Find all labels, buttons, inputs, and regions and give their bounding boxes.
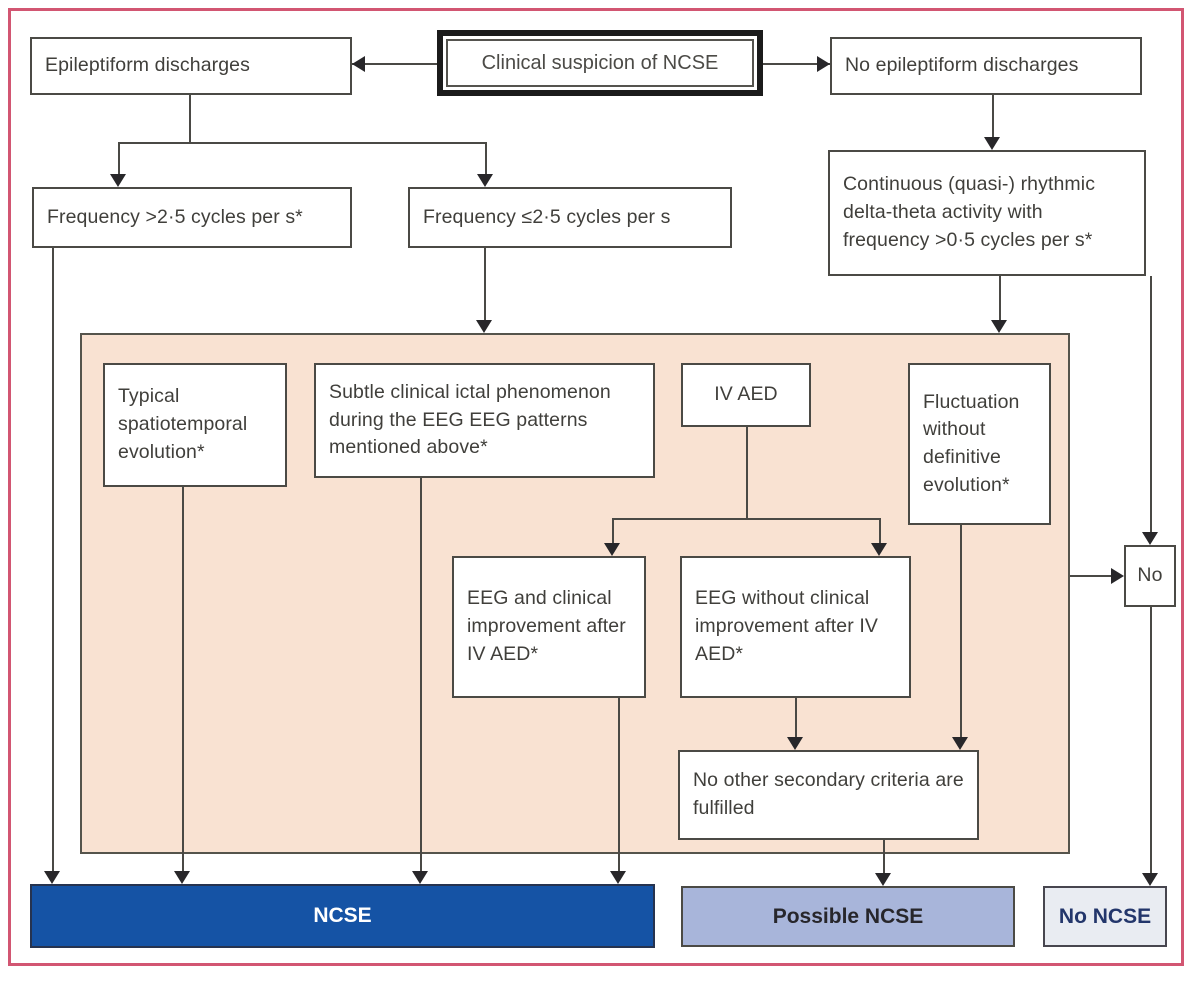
node-frequency-high: Frequency >2·5 cycles per s*: [32, 187, 352, 248]
arrowhead-down-icon: [1142, 873, 1158, 886]
connector-line: [763, 63, 830, 65]
connector-line: [999, 276, 1001, 320]
arrowhead-down-icon: [412, 871, 428, 884]
arrowhead-right-icon: [817, 56, 830, 72]
node-no: No: [1124, 545, 1176, 607]
node-frequency-low: Frequency ≤2·5 cycles per s: [408, 187, 732, 248]
connector-line: [612, 518, 881, 520]
connector-line: [795, 698, 797, 737]
node-label: No epileptiform discharges: [845, 54, 1079, 77]
node-no-epileptiform-discharges: No epileptiform discharges: [830, 37, 1142, 95]
connector-line: [1070, 575, 1111, 577]
arrowhead-down-icon: [610, 871, 626, 884]
arrowhead-down-icon: [174, 871, 190, 884]
connector-line: [182, 487, 184, 871]
node-label: EEG without clinical improvement after I…: [695, 587, 878, 665]
connector-line: [485, 142, 487, 174]
connector-line: [484, 248, 486, 320]
node-label: Clinical suspicion of NCSE: [481, 51, 719, 74]
connector-line: [883, 840, 885, 873]
node-iv-aed: IV AED: [681, 363, 811, 427]
connector-line: [960, 525, 962, 737]
node-subtle-clinical-ictal-phenomenon: Subtle clinical ictal phenomenon during …: [314, 363, 655, 478]
outcome-possible-ncse: Possible NCSE: [681, 886, 1015, 947]
node-eeg-and-clinical-improvement: EEG and clinical improvement after IV AE…: [452, 556, 646, 698]
node-label: Continuous (quasi-) rhythmic delta-theta…: [843, 173, 1096, 251]
arrowhead-down-icon: [787, 737, 803, 750]
node-continuous-rhythmic-activity: Continuous (quasi-) rhythmic delta-theta…: [828, 150, 1146, 276]
node-label: Typical spatiotemporal evolution*: [118, 385, 248, 463]
connector-line: [118, 142, 120, 174]
connector-line: [1150, 607, 1152, 873]
node-eeg-without-clinical-improvement: EEG without clinical improvement after I…: [680, 556, 911, 698]
outcome-label: No NCSE: [1058, 904, 1152, 928]
node-label: No other secondary criteria are fulfille…: [693, 769, 964, 819]
node-label: Epileptiform discharges: [45, 54, 250, 77]
node-epileptiform-discharges: Epileptiform discharges: [30, 37, 352, 95]
node-label: IV AED: [714, 383, 778, 406]
connector-line: [612, 518, 614, 543]
connector-line: [746, 427, 748, 518]
connector-line: [118, 142, 487, 144]
connector-line: [618, 698, 620, 871]
arrowhead-down-icon: [871, 543, 887, 556]
connector-line: [420, 478, 422, 871]
arrowhead-down-icon: [477, 174, 493, 187]
connector-line: [52, 248, 54, 871]
arrowhead-down-icon: [476, 320, 492, 333]
connector-line: [992, 95, 994, 137]
node-label: Frequency ≤2·5 cycles per s: [423, 205, 671, 228]
node-fluctuation-without-evolution: Fluctuation without definitive evolution…: [908, 363, 1051, 525]
node-typical-spatiotemporal-evolution: Typical spatiotemporal evolution*: [103, 363, 287, 487]
arrowhead-down-icon: [44, 871, 60, 884]
arrowhead-down-icon: [604, 543, 620, 556]
connector-line: [879, 518, 881, 543]
arrowhead-down-icon: [875, 873, 891, 886]
node-label: Frequency >2·5 cycles per s*: [47, 205, 303, 228]
connector-line: [352, 63, 437, 65]
connector-line: [189, 95, 191, 142]
arrowhead-down-icon: [991, 320, 1007, 333]
arrowhead-right-icon: [1111, 568, 1124, 584]
connector-line: [1150, 276, 1152, 532]
node-label: EEG and clinical improvement after IV AE…: [467, 587, 626, 665]
arrowhead-left-icon: [352, 56, 365, 72]
node-clinical-suspicion: Clinical suspicion of NCSE: [437, 30, 763, 96]
node-label: Fluctuation without definitive evolution…: [923, 390, 1020, 496]
arrowhead-down-icon: [984, 137, 1000, 150]
node-label: Subtle clinical ictal phenomenon during …: [329, 380, 611, 459]
arrowhead-down-icon: [110, 174, 126, 187]
arrowhead-down-icon: [952, 737, 968, 750]
outcome-label: NCSE: [313, 904, 372, 927]
outcome-label: Possible NCSE: [772, 904, 924, 928]
node-no-other-secondary-criteria: No other secondary criteria are fulfille…: [678, 750, 979, 840]
outcome-ncse: NCSE: [30, 884, 655, 948]
arrowhead-down-icon: [1142, 532, 1158, 545]
outcome-no-ncse: No NCSE: [1043, 886, 1167, 947]
node-label: No: [1137, 564, 1163, 587]
